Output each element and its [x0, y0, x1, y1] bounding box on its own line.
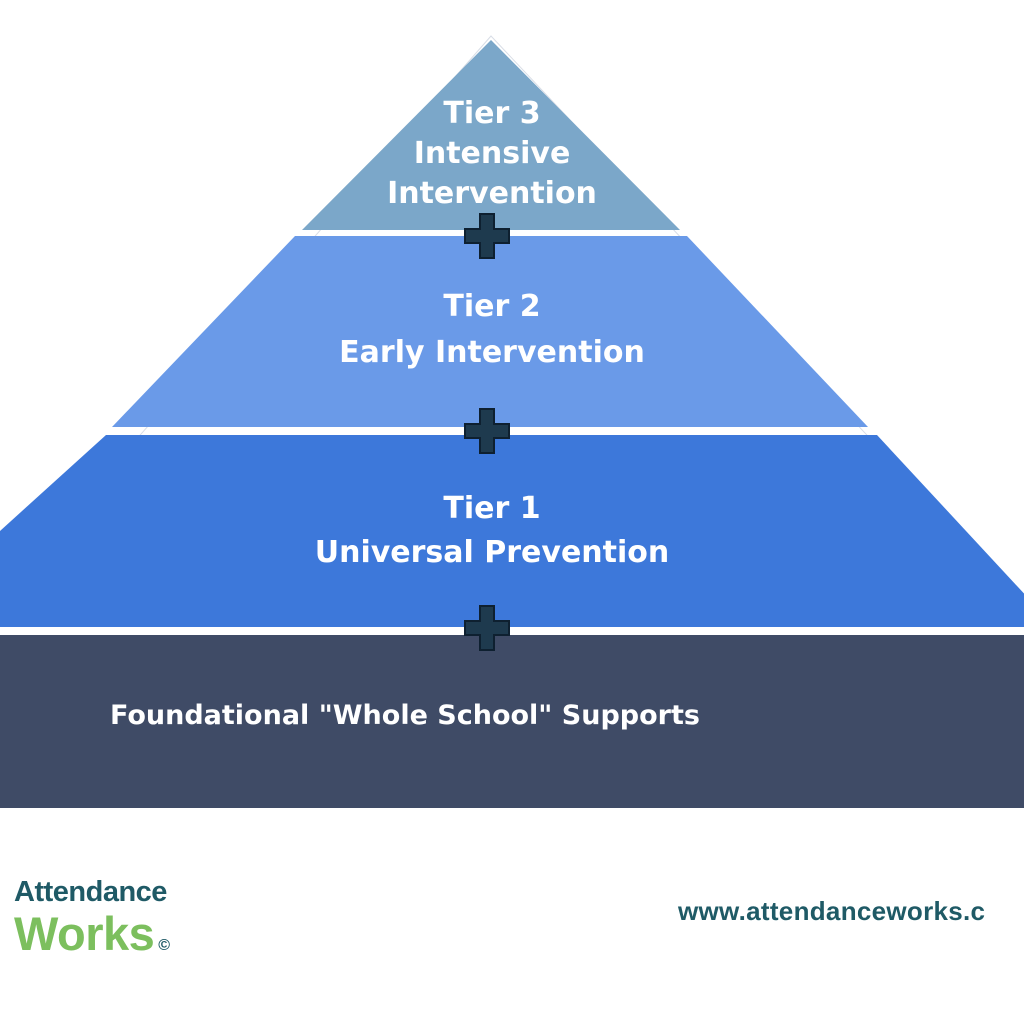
tier-2-segment [112, 236, 868, 427]
tier-3-label: Tier 3 Intensive Intervention [0, 94, 1004, 214]
logo-line-1: Attendance [14, 876, 167, 908]
tier-2-subtitle: Early Intervention [339, 335, 645, 370]
attendance-works-logo: Attendance Works© [14, 876, 170, 972]
tier-3-title: Tier 3 [443, 96, 541, 131]
plus-icon [464, 408, 510, 454]
plus-icon [464, 605, 510, 651]
tier-1-label: Tier 1 Universal Prevention [0, 487, 1004, 575]
logo-line-2-wrap: Works© [14, 908, 170, 972]
foundation-label: Foundational "Whole School" Supports [110, 700, 700, 731]
tier-3-subtitle-line-1: Intensive [413, 136, 571, 171]
tier-3-subtitle-line-2: Intervention [387, 176, 597, 211]
tier-2-title: Tier 2 [443, 289, 541, 324]
foundation-segment [0, 635, 1024, 808]
tier-2-label: Tier 2 Early Intervention [0, 284, 1004, 376]
logo-line-2: Works [14, 907, 155, 960]
copyright-symbol: © [158, 937, 170, 954]
tier-1-segment [0, 435, 1024, 627]
tier-1-subtitle: Universal Prevention [314, 535, 670, 570]
website-url: www.attendanceworks.c [678, 896, 986, 926]
tier-1-title: Tier 1 [443, 491, 541, 526]
tier-3-segment [302, 40, 680, 230]
plus-icon [464, 213, 510, 259]
